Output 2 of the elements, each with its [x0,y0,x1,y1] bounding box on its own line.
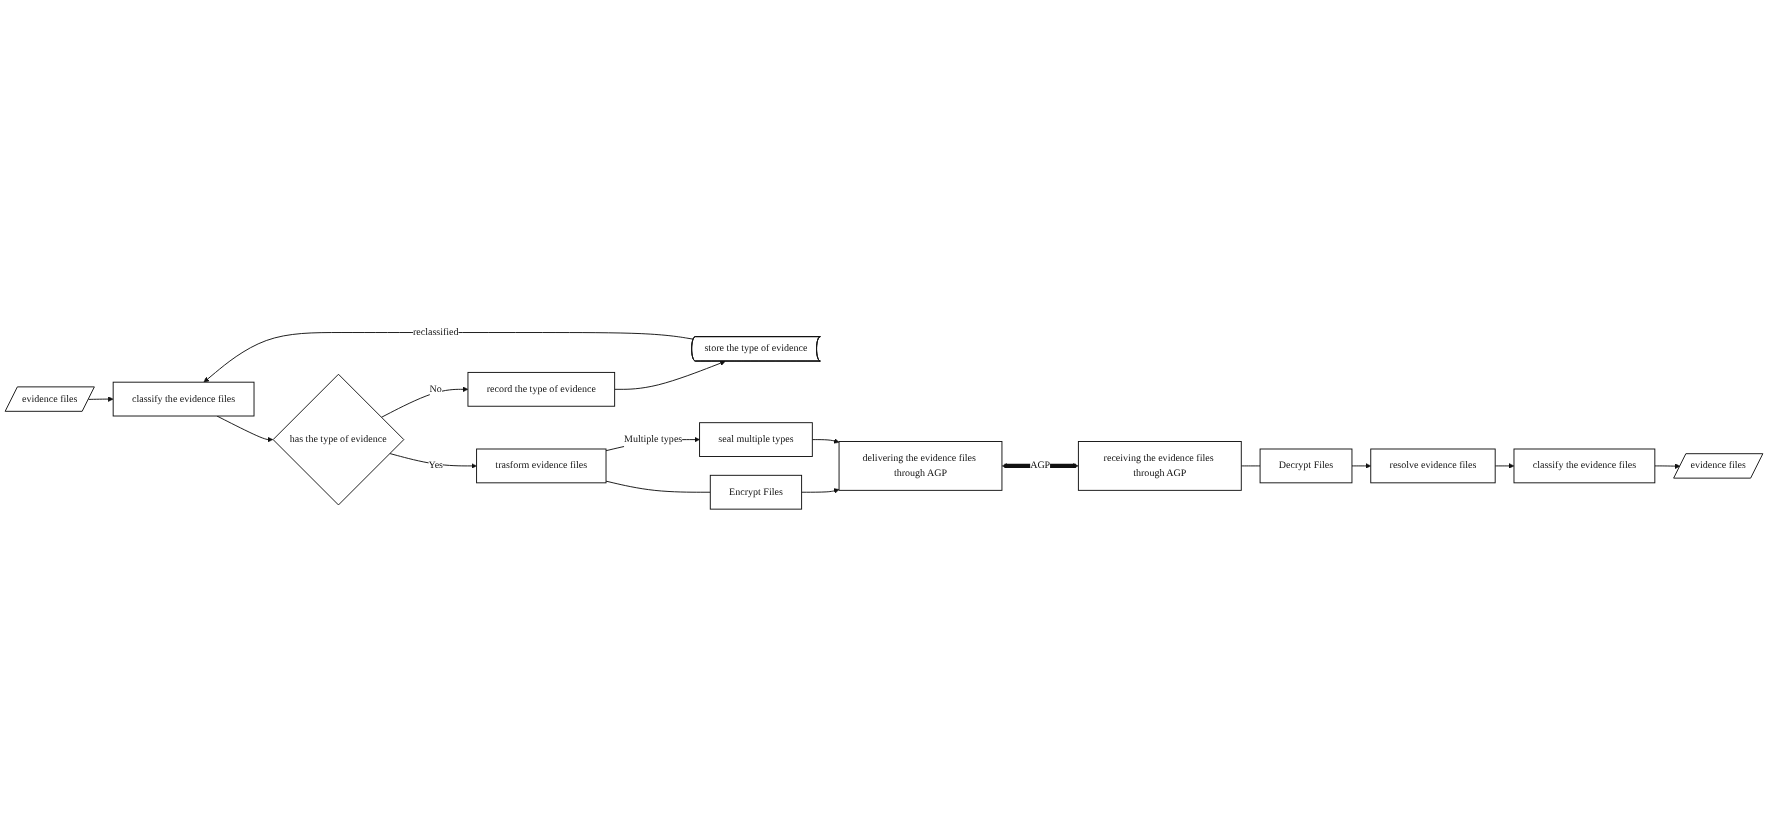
connector [1240,465,1261,467]
connector [605,480,711,493]
